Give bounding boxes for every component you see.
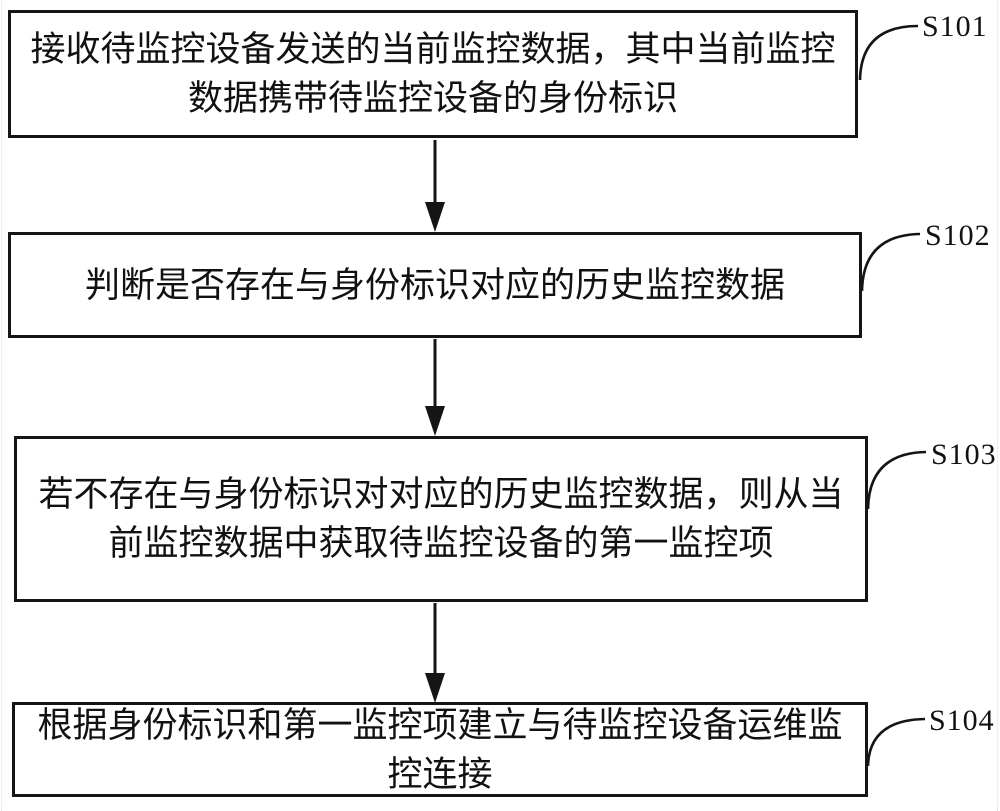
step-s103-text-line-1: 若不存在与身份标识对对应的历史监控数据，则从当 xyxy=(38,475,844,514)
scan-edge-left xyxy=(1,0,2,811)
arrow-step1-to-step2 xyxy=(424,140,446,232)
arrow-shaft xyxy=(433,339,437,408)
arrow-head-icon xyxy=(425,406,445,436)
arrow-step2-to-step3 xyxy=(424,339,446,436)
step-label-s101: S101 xyxy=(922,10,988,43)
arrow-shaft xyxy=(433,603,437,675)
arrow-head-icon xyxy=(425,202,445,232)
scan-edge-right xyxy=(997,0,998,811)
step-box-s103: 若不存在与身份标识对对应的历史监控数据，则从当 前监控数据中获取待监控设备的第一… xyxy=(14,436,868,602)
step-box-s104: 根据身份标识和第一监控项建立与待监控设备运维监 控连接 xyxy=(12,702,868,797)
step-label-s103: S103 xyxy=(931,438,997,471)
step-s104-text-line-2: 控连接 xyxy=(387,754,493,794)
step-label-s104: S104 xyxy=(929,704,995,737)
arrow-head-icon xyxy=(425,673,445,703)
arrow-shaft xyxy=(433,140,437,204)
leader-arc-s102 xyxy=(860,232,921,292)
step-s102-text-line-1: 判断是否存在与身份标识对应的历史监控数据 xyxy=(84,265,785,305)
step-label-s102: S102 xyxy=(925,219,991,252)
leader-arc-s104 xyxy=(866,717,926,767)
arrow-step3-to-step4 xyxy=(424,603,446,703)
leader-arc-s101 xyxy=(858,24,919,81)
step-s101-text-line-1: 接收待监控设备发送的当前监控数据，其中当前监控 xyxy=(30,30,836,69)
step-s104-text-line-1: 根据身份标识和第一监控项建立与待监控设备运维监 xyxy=(37,705,843,745)
step-s101-text-line-2: 数据携带待监控设备的身份标识 xyxy=(187,79,678,118)
step-box-s102: 判断是否存在与身份标识对应的历史监控数据 xyxy=(8,232,862,338)
leader-arc-s103 xyxy=(866,450,927,510)
step-s103-text-line-2: 前监控数据中获取待监控设备的第一监控项 xyxy=(108,524,774,563)
step-box-s101: 接收待监控设备发送的当前监控数据，其中当前监控 数据携带待监控设备的身份标识 xyxy=(8,10,858,138)
